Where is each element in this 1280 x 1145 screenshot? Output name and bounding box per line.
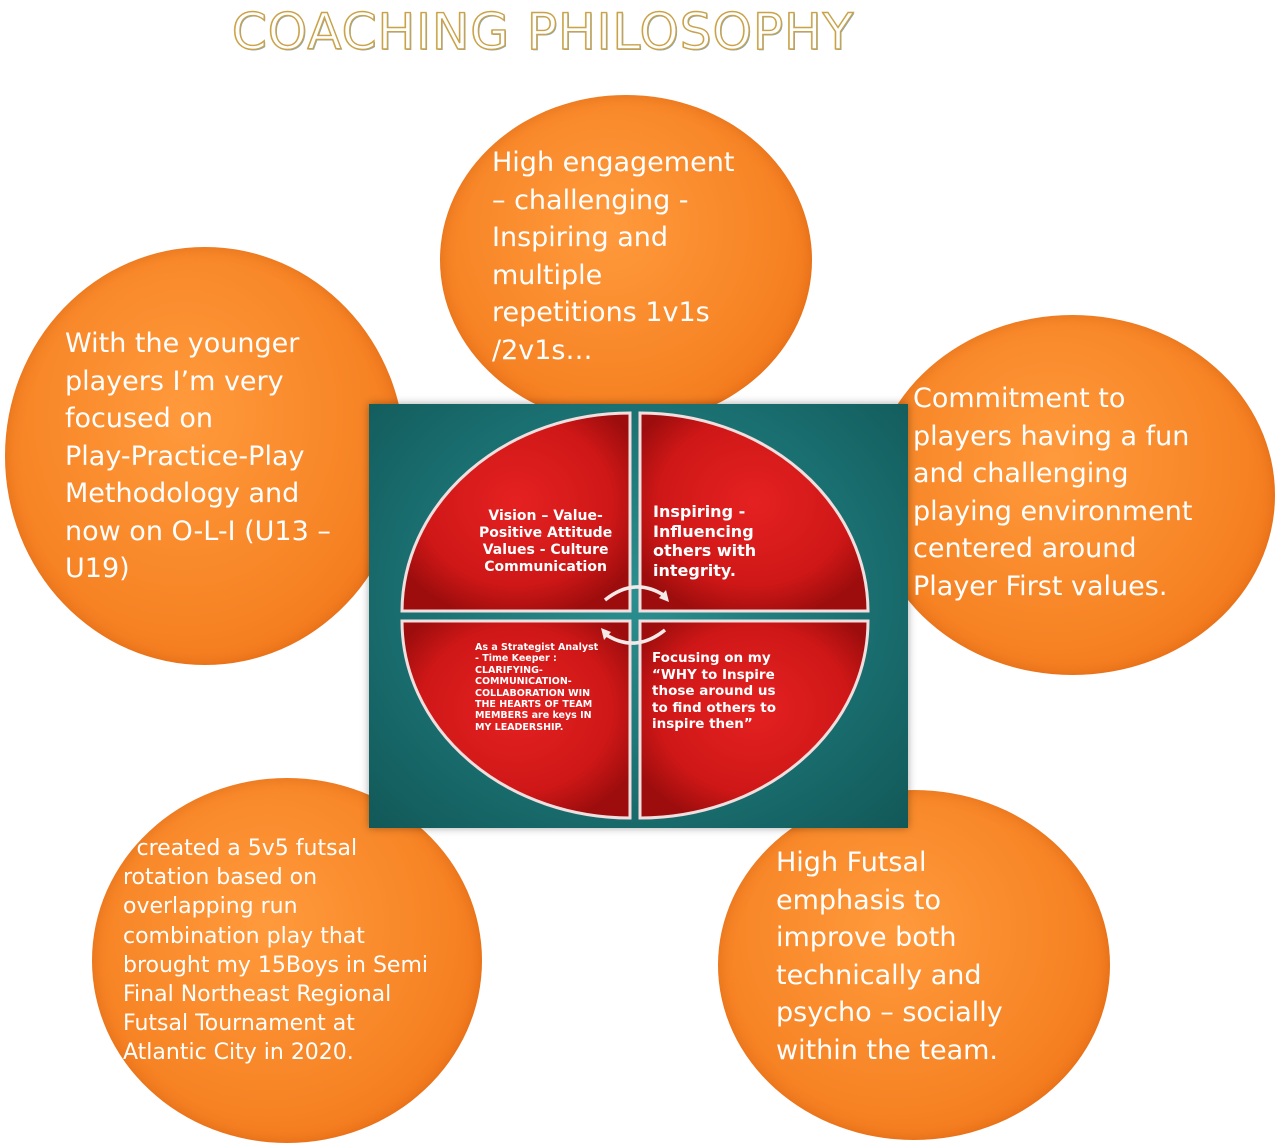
quadrant-top-right-text: Inspiring - Influencing others with inte…: [653, 502, 756, 580]
cycle-arrow-top-head-icon: [659, 590, 669, 602]
quadrant-bottom-right-text: Focusing on my “WHY to Inspire those aro…: [652, 650, 776, 733]
text-line: I created a 5v5 futsal: [123, 836, 358, 861]
text-line: – challenging -: [492, 184, 689, 216]
text-line: - Time Keeper :: [475, 653, 557, 665]
bubble-top-text: High engagement – challenging - Inspirin…: [492, 144, 734, 369]
cycle-arrow-bottom-head-icon: [601, 628, 611, 640]
text-line: Atlantic City in 2020.: [123, 1040, 354, 1066]
quadrant-top-right: [638, 411, 870, 613]
text-line: within the team.: [776, 1034, 998, 1066]
text-line: to find others to: [652, 699, 777, 716]
text-line: MY LEADERSHIP.: [475, 721, 564, 733]
quadrant-top-left: [400, 411, 632, 613]
text-line: those around us: [652, 683, 776, 700]
text-line: COLLABORATION WIN: [475, 687, 591, 699]
text-line: With the younger: [65, 328, 300, 359]
quadrant-circle: [400, 411, 870, 820]
text-line: As a Strategist Analyst: [475, 642, 599, 653]
text-line: Final Northeast Regional: [123, 982, 392, 1008]
text-line: Vision – Value-: [488, 508, 603, 524]
text-line: “WHY to Inspire: [652, 666, 775, 683]
text-line: Play-Practice-Play: [65, 440, 305, 472]
bubble-bottom-left: [92, 778, 482, 1143]
text-line: rotation based on: [123, 865, 318, 891]
text-line: Inspiring and: [492, 222, 669, 253]
bubble-bottom-left-text: I created a 5v5 futsal rotation based on…: [123, 834, 428, 1068]
bubble-left-text: With the younger players I’m very focuse…: [65, 325, 331, 588]
bubble-left: [5, 247, 405, 665]
bubble-top: [440, 95, 812, 425]
text-line: players I’m very: [65, 365, 284, 397]
bubble-right: [870, 315, 1275, 675]
text-line: now on O-L-I (U13 –: [65, 515, 331, 547]
text-line: emphasis to: [776, 884, 942, 916]
text-line: repetitions 1v1s: [492, 297, 710, 328]
bubble-bottom-right: [718, 790, 1110, 1140]
text-line: and challenging: [913, 458, 1129, 489]
text-line: improve both: [776, 922, 957, 953]
text-line: centered around: [913, 533, 1137, 564]
text-line: playing environment: [913, 495, 1193, 527]
text-line: players having a fun: [913, 420, 1190, 452]
text-line: High Futsal: [776, 847, 927, 878]
text-line: Focusing on my: [652, 650, 771, 666]
cycle-arrow-bottom-icon: [604, 628, 667, 645]
text-line: overlapping run: [123, 894, 298, 920]
text-line: brought my 15Boys in Semi: [123, 952, 429, 978]
text-line: technically and: [776, 959, 982, 991]
text-line: inspire then”: [652, 716, 753, 733]
text-line: /2v1s…: [492, 334, 593, 366]
text-line: Positive Attitude: [479, 525, 613, 541]
bubble-bottom-right-text: High Futsal emphasis to improve both tec…: [776, 844, 1003, 1069]
text-line: Methodology and: [65, 478, 300, 509]
quadrant-bottom-right: [638, 619, 870, 820]
bubble-right-text: Commitment to players having a fun and c…: [913, 380, 1192, 605]
central-panel: Vision – Value- Positive Attitude Values…: [369, 404, 908, 828]
text-line: others with: [653, 541, 757, 560]
cycle-arrow-top-icon: [603, 585, 666, 602]
text-line: CLARIFYING-: [475, 664, 543, 676]
quadrant-top-left-text: Vision – Value- Positive Attitude Values…: [479, 508, 612, 576]
text-line: Player First values.: [913, 570, 1168, 602]
text-line: COMMUNICATION-: [475, 676, 572, 688]
text-line: MEMBERS are keys IN: [475, 710, 592, 722]
text-line: Futsal Tournament at: [123, 1011, 355, 1037]
text-line: psycho – socially: [776, 997, 1003, 1028]
text-line: Commitment to: [913, 383, 1126, 414]
text-line: High engagement: [492, 147, 735, 178]
text-line: THE HEARTS OF TEAM: [475, 699, 593, 711]
page-title: COACHING PHILOSOPHY: [231, 3, 855, 61]
text-line: Communication: [484, 559, 607, 575]
quadrant-bottom-left: [400, 619, 632, 820]
text-line: multiple: [492, 259, 603, 291]
text-line: Inspiring -: [653, 502, 746, 521]
quadrant-bottom-left-text: As a Strategist Analyst - Time Keeper : …: [475, 642, 598, 733]
text-line: Influencing: [653, 521, 754, 541]
text-line: U19): [65, 553, 130, 584]
text-line: integrity.: [653, 560, 736, 580]
text-line: combination play that: [123, 923, 365, 949]
text-line: Values - Culture: [482, 542, 609, 558]
text-line: focused on: [65, 403, 214, 434]
